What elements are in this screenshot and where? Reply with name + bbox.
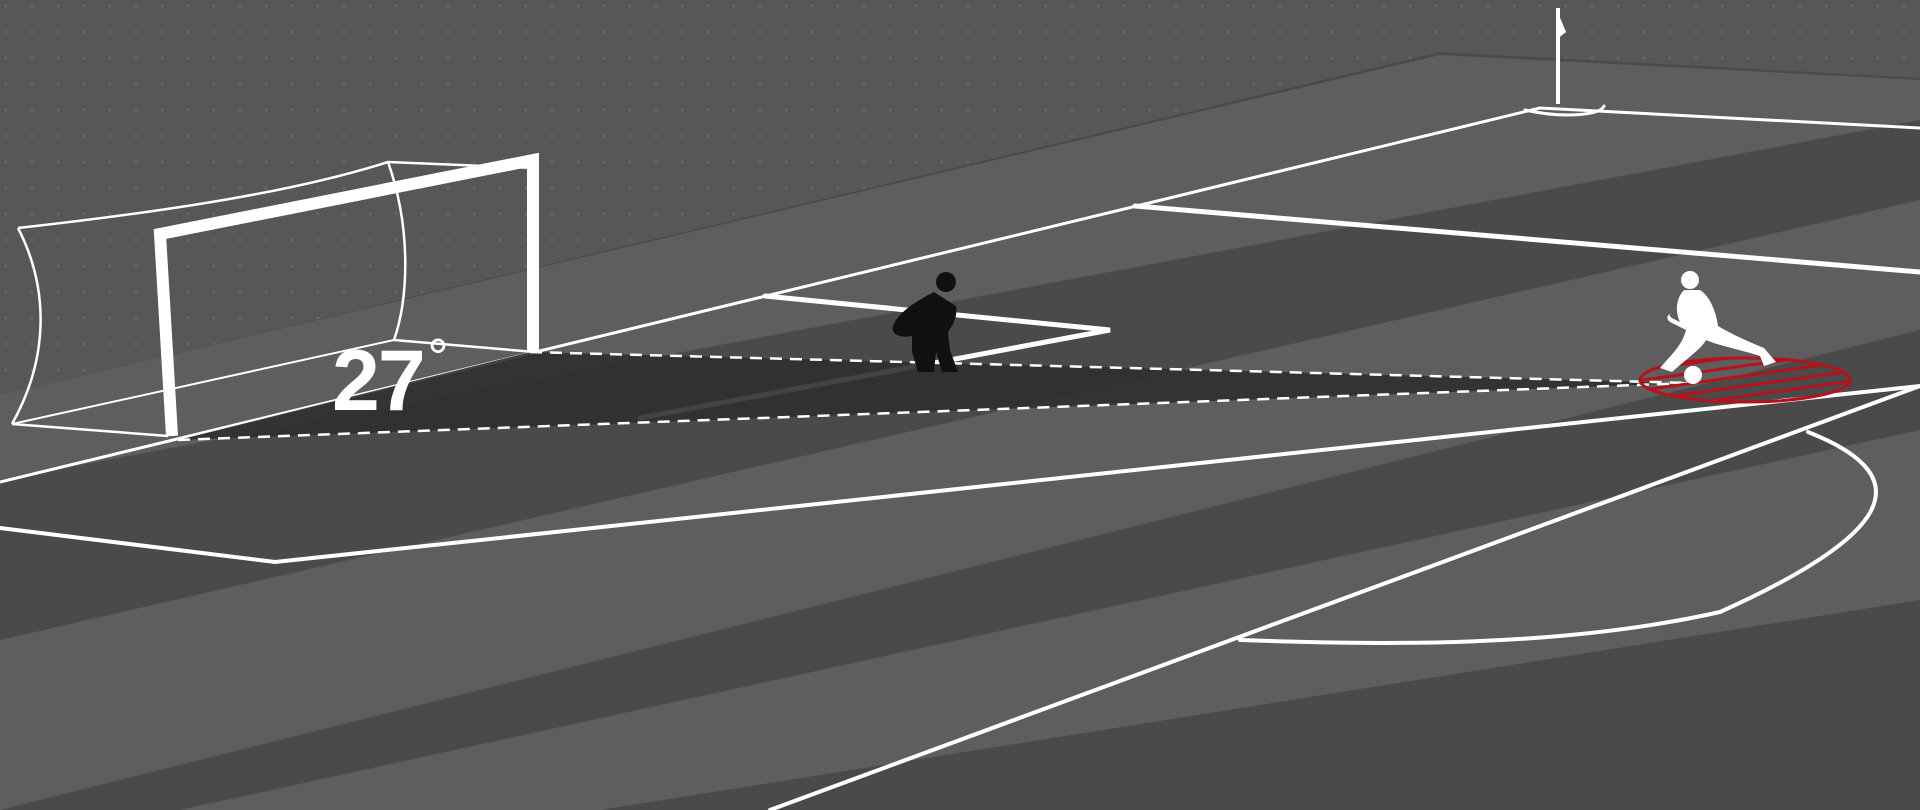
ball bbox=[1684, 366, 1702, 384]
shooting-angle-label: 27° bbox=[332, 338, 446, 424]
angle-value: 27 bbox=[332, 333, 424, 429]
angle-unit: ° bbox=[428, 329, 447, 387]
